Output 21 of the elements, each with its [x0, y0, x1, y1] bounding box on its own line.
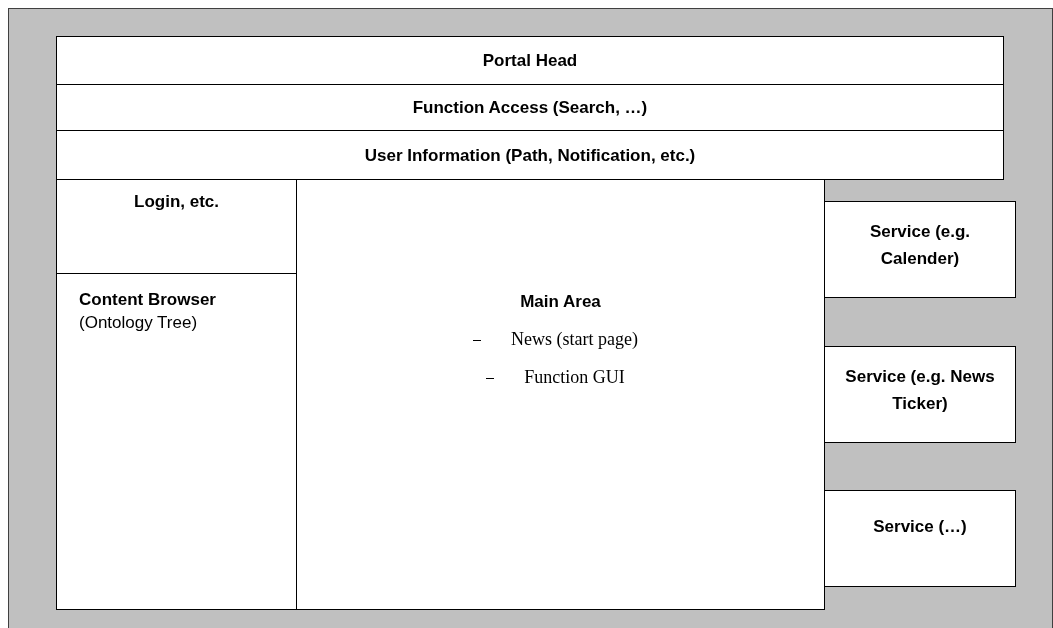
- header-bar: [56, 84, 1004, 131]
- section-title: Main Area: [520, 291, 601, 313]
- service-panel: [824, 346, 1016, 443]
- side-panel: [56, 179, 297, 274]
- section-title: Service (e.g. Calender): [868, 221, 972, 270]
- list-item-text: News (start page): [511, 328, 638, 350]
- service-panel: [824, 490, 1016, 587]
- side-panel: [56, 273, 297, 610]
- header-bar: [56, 130, 1004, 180]
- service-panel: [824, 201, 1016, 298]
- list-item-text: Function GUI: [524, 366, 625, 388]
- section-subtitle: (Ontology Tree): [79, 312, 198, 334]
- section-title: Login, etc.: [134, 191, 219, 213]
- section-title: Service (e.g. News Ticker): [845, 366, 995, 415]
- section-title: Service (…): [872, 516, 968, 538]
- section-title: User Information (Path, Notification, etc.): [364, 145, 696, 167]
- section-title: Function Access (Search, …): [412, 97, 648, 119]
- section-title: Content Browser: [79, 289, 216, 311]
- main-area-panel: [296, 179, 825, 610]
- section-title: Portal Head: [482, 50, 578, 72]
- header-bar: [56, 36, 1004, 85]
